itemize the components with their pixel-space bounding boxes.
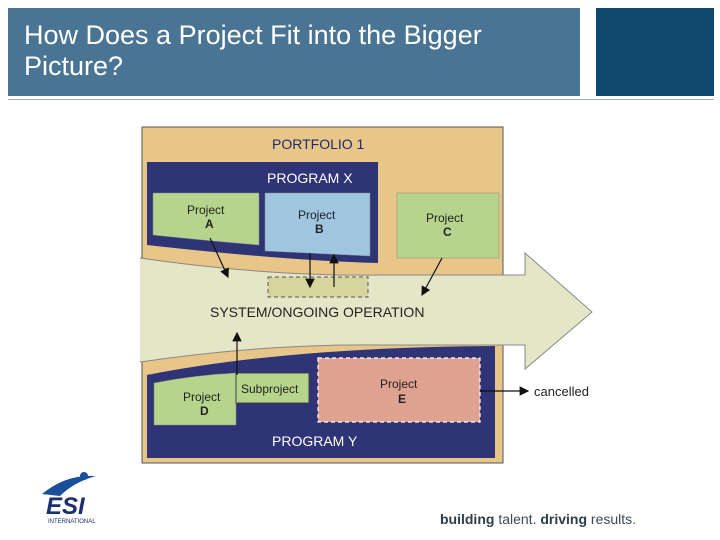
project-a-word: Project: [187, 203, 225, 217]
logo-subtext: INTERNATIONAL: [48, 519, 96, 525]
operation-label: SYSTEM/ONGOING OPERATION: [210, 304, 424, 320]
tagline-light-2: results.: [587, 511, 637, 527]
tagline-strong-2: driving: [540, 511, 588, 527]
logo-figure-head-icon: [80, 472, 88, 480]
project-b-letter: B: [315, 222, 324, 236]
subproject-label: Subproject: [241, 382, 299, 396]
tagline-light-1: talent.: [494, 511, 541, 527]
portfolio-diagram: PORTFOLIO 1 PROGRAM X Project A Project …: [140, 126, 593, 464]
project-c-box: [396, 192, 500, 259]
project-e-word: Project: [380, 377, 418, 391]
arrow-a-to-operation: [209, 237, 229, 279]
project-b-box: [264, 192, 371, 257]
arrow-c-to-operation: [421, 257, 443, 297]
accent-box: [596, 8, 714, 96]
title-bar: [8, 8, 580, 96]
program-y-label: PROGRAM Y: [272, 433, 358, 449]
project-e-letter: E: [398, 392, 406, 406]
project-a-letter: A: [205, 217, 214, 231]
project-c-letter: C: [443, 225, 452, 239]
cancelled-label: cancelled: [534, 384, 589, 399]
project-d-word: Project: [183, 390, 221, 404]
project-a-box: [152, 192, 260, 246]
project-b-word: Project: [298, 208, 336, 222]
slide-title-line-2: Picture?: [24, 51, 124, 81]
project-c-word: Project: [426, 211, 464, 225]
subproject-box: [235, 372, 310, 404]
esi-logo: ESI INTERNATIONAL: [42, 472, 96, 525]
handoff-slot: [267, 276, 369, 298]
tagline-strong-1: building: [440, 511, 495, 527]
divider-rule: [8, 99, 714, 100]
project-e-box: [317, 357, 481, 423]
logo-swoosh-icon: [42, 475, 96, 496]
portfolio-label: PORTFOLIO 1: [272, 136, 365, 152]
logo-text: ESI: [46, 493, 86, 520]
slide-title-line-1: How Does a Project Fit into the Bigger: [24, 20, 482, 50]
project-d-letter: D: [200, 404, 209, 418]
program-x-label: PROGRAM X: [267, 170, 353, 186]
slide-title: How Does a Project Fit into the Bigger P…: [24, 20, 574, 82]
tagline: building talent. driving results.: [440, 511, 636, 527]
